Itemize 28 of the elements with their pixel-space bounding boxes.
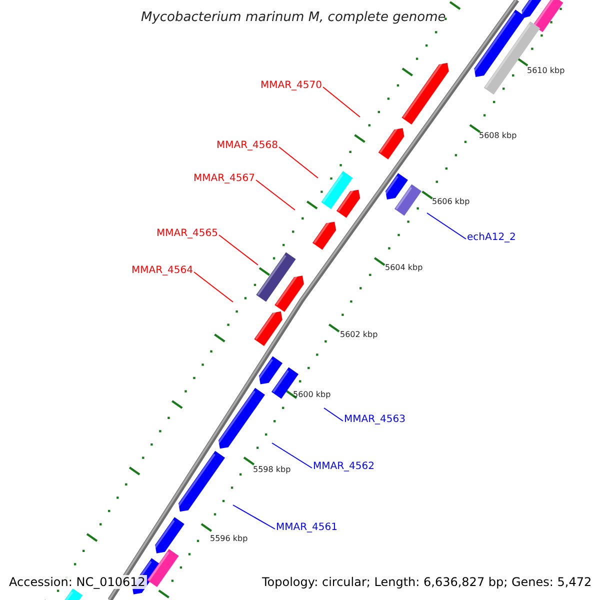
leader-line <box>256 180 296 210</box>
gene-label: MMAR_4561 <box>276 523 338 533</box>
leader-line <box>426 212 466 240</box>
scale-label: 5610 kbp <box>527 67 565 75</box>
scale-label: 5600 kbp <box>293 391 331 399</box>
gene-label: MMAR_4564 <box>132 266 193 276</box>
scale-label: 5602 kbp <box>340 331 378 339</box>
gene-label: MMAR_4563 <box>344 415 406 425</box>
gene-label: MMAR_4568 <box>216 141 278 151</box>
scale-label: 5606 kbp <box>432 198 470 206</box>
leader-line <box>324 408 344 422</box>
scale-label: 5608 kbp <box>479 132 517 140</box>
gene-label: MMAR_4562 <box>313 462 374 472</box>
leader-line <box>232 504 276 530</box>
genome-info-text: Accession: NC_010612 <box>7 575 148 589</box>
leader-line <box>278 146 318 178</box>
leader-line <box>194 272 234 302</box>
gene-label: MMAR_4567 <box>194 174 255 184</box>
map-title: Mycobacterium marinum M, complete genome <box>141 11 446 24</box>
scale-label: 5598 kbp <box>253 466 291 474</box>
gene-label: MMAR_4565 <box>156 229 218 239</box>
leader-line <box>322 86 360 118</box>
gene-label: echA12_2 <box>467 233 516 243</box>
leader-line <box>218 234 258 266</box>
scale-label: 5596 kbp <box>210 535 248 543</box>
scale-label: 5604 kbp <box>385 264 423 272</box>
gene-label: MMAR_4570 <box>260 81 322 91</box>
leader-line <box>272 442 312 468</box>
